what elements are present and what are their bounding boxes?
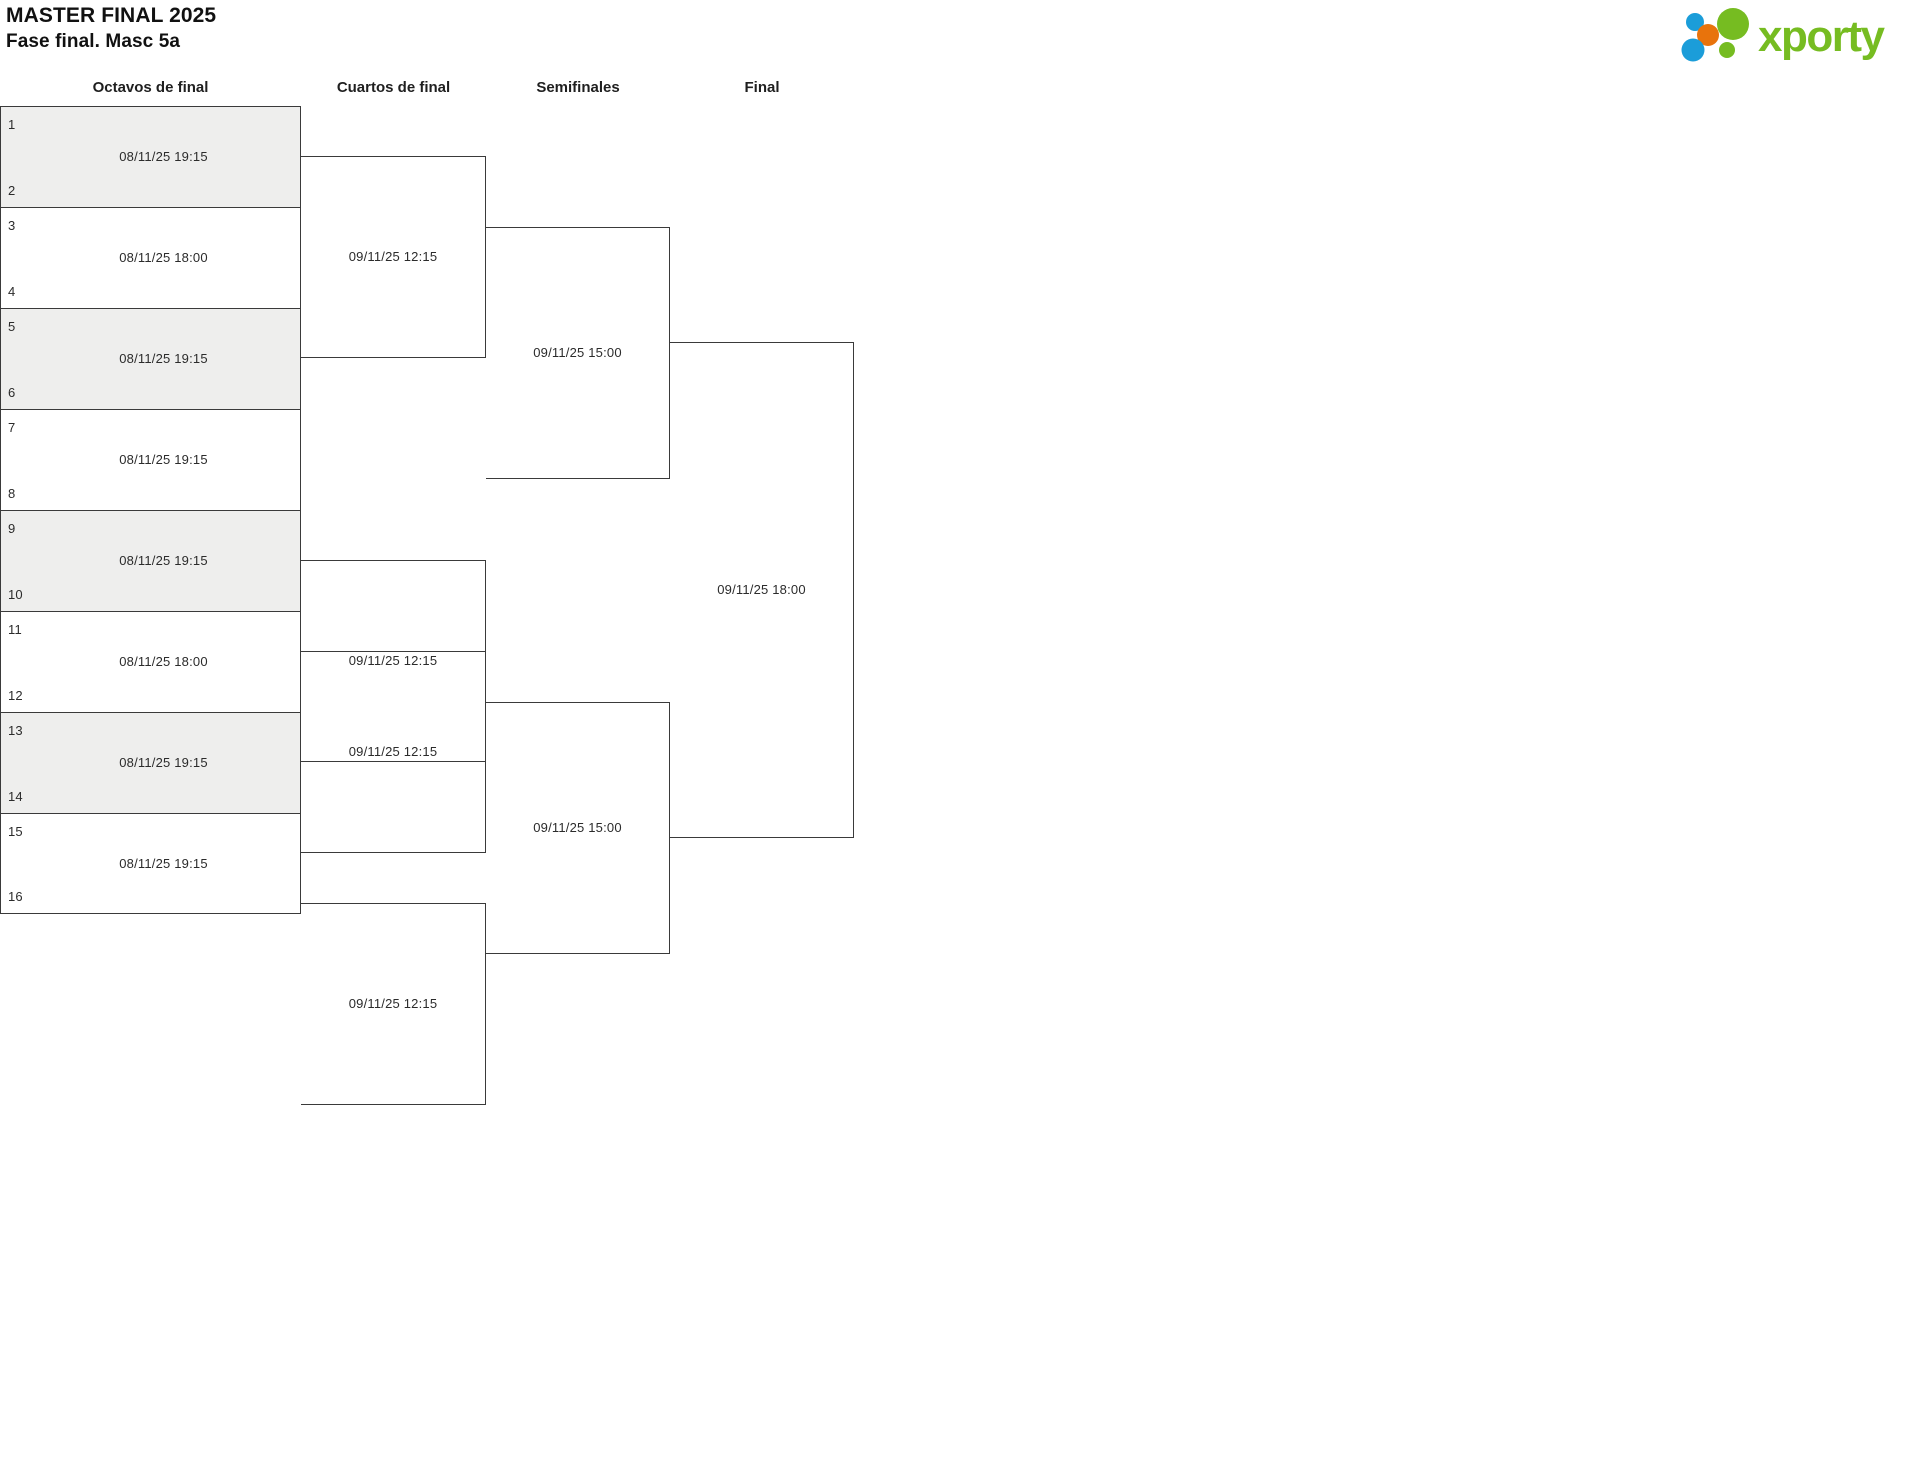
match-cell-r16-3[interactable]: 5 08/11/25 19:15 6: [0, 308, 301, 409]
xporty-logo[interactable]: xporty: [1674, 6, 1906, 62]
match-cell-sf-1[interactable]: 09/11/25 15:00: [486, 227, 670, 479]
round-header-final: Final: [744, 79, 780, 96]
match-cell-qf-4[interactable]: 09/11/25 12:15: [301, 903, 486, 1105]
seed-label: 9: [8, 521, 16, 536]
round-header-cuartos: Cuartos de final: [336, 79, 451, 96]
match-time: 09/11/25 12:15: [348, 653, 438, 668]
match-cell-r16-8[interactable]: 15 08/11/25 19:15 16: [0, 813, 301, 914]
seed-label: 13: [8, 723, 23, 738]
match-time: 08/11/25 19:15: [119, 351, 208, 366]
match-time: 09/11/25 12:15: [348, 744, 438, 759]
match-cell-sf-2[interactable]: 09/11/25 15:00: [486, 702, 670, 954]
seed-label: 8: [8, 486, 16, 501]
match-cell-r16-6[interactable]: 11 08/11/25 18:00 12: [0, 611, 301, 712]
match-cell-r16-1[interactable]: 1 08/11/25 19:15 2: [0, 106, 301, 207]
round-header-semifinales: Semifinales: [536, 79, 620, 96]
match-time: 09/11/25 18:00: [717, 582, 806, 597]
match-time: 09/11/25 12:15: [348, 996, 438, 1011]
seed-label: 6: [8, 385, 16, 400]
match-time: 09/11/25 15:00: [533, 345, 622, 360]
logo-wordmark: xporty: [1758, 12, 1886, 61]
seed-label: 14: [8, 789, 23, 804]
match-time: 08/11/25 19:15: [119, 855, 208, 871]
match-time: 08/11/25 18:00: [119, 654, 208, 669]
match-cell-r16-7[interactable]: 13 08/11/25 19:15 14: [0, 712, 301, 813]
round-header-octavos: Octavos de final: [92, 79, 209, 96]
page-subtitle: Fase final. Masc 5a: [6, 31, 181, 52]
match-cell-r16-2[interactable]: 3 08/11/25 18:00 4: [0, 207, 301, 308]
match-cell-r16-4[interactable]: 7 08/11/25 19:15 8: [0, 409, 301, 510]
seed-label: 5: [8, 319, 16, 334]
seed-label: 3: [8, 218, 16, 233]
seed-label: 11: [8, 622, 22, 637]
seed-label: 16: [8, 889, 23, 904]
match-time: 09/11/25 15:00: [533, 820, 622, 835]
match-cell-qf-1[interactable]: 09/11/25 12:15: [301, 156, 486, 358]
seed-label: 7: [8, 420, 16, 435]
tournament-bracket: 1 08/11/25 19:15 2 3 08/11/25 18:00 4 5 …: [0, 106, 1100, 1105]
match-time: 08/11/25 19:15: [119, 553, 208, 568]
match-time: 08/11/25 18:00: [119, 250, 208, 265]
match-cell-final[interactable]: 09/11/25 18:00: [670, 342, 854, 838]
seed-label: 2: [8, 183, 16, 198]
page-header: MASTER FINAL 2025 Fase final. Masc 5a xp…: [0, 0, 1920, 72]
match-cell-qf-3[interactable]: 09/11/25 12:15: [301, 651, 486, 853]
match-time: 08/11/25 19:15: [119, 149, 208, 164]
seed-label: 15: [8, 824, 23, 839]
title-block: MASTER FINAL 2025 Fase final. Masc 5a: [6, 2, 216, 55]
seed-label: 12: [8, 688, 23, 703]
logo-dots-icon: [1681, 8, 1749, 62]
match-time: 08/11/25 19:15: [119, 755, 208, 770]
match-time: 09/11/25 12:15: [348, 249, 438, 264]
match-cell-r16-5[interactable]: 9 08/11/25 19:15 10: [0, 510, 301, 611]
seed-label: 1: [8, 117, 16, 132]
page-title: MASTER FINAL 2025: [6, 4, 217, 27]
match-time: 08/11/25 19:15: [119, 452, 208, 467]
seed-label: 4: [8, 284, 16, 299]
seed-label: 10: [8, 587, 23, 602]
